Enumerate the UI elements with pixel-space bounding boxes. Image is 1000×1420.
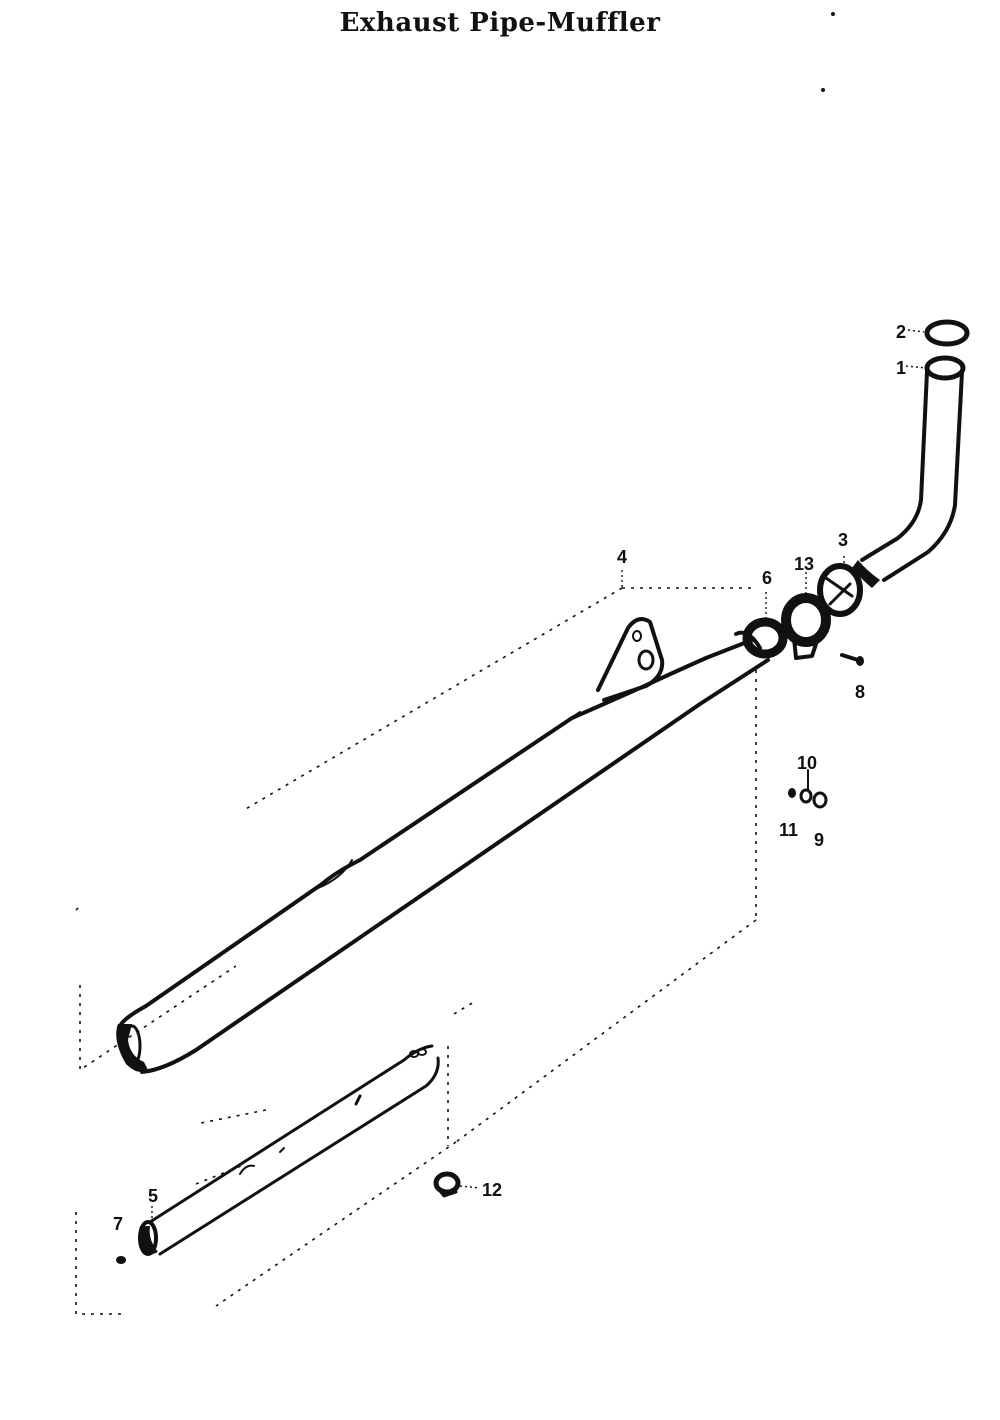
callout-13: 13 xyxy=(794,554,814,574)
part-6-gasket xyxy=(742,617,788,659)
callout-11: 11 xyxy=(779,820,798,840)
part-13-collar xyxy=(781,593,831,660)
callout-8: 8 xyxy=(855,682,865,702)
scan-speck xyxy=(831,12,835,16)
scan-speck xyxy=(821,88,825,92)
part-8-bolt xyxy=(840,653,864,666)
diagram-title: Exhaust Pipe-Muffler xyxy=(339,8,661,38)
callout-1: 1 xyxy=(896,358,906,378)
callout-12: 12 xyxy=(482,1180,502,1200)
callout-5: 5 xyxy=(148,1186,158,1206)
part-7-screw xyxy=(116,1256,126,1264)
assembly-dashed-lines xyxy=(75,587,757,1315)
part-4-muffler xyxy=(116,617,770,1074)
callout-10: 10 xyxy=(797,753,817,773)
part-12-nut xyxy=(433,1171,461,1198)
callout-3: 3 xyxy=(838,530,848,550)
part-3-clamp xyxy=(817,563,863,617)
parts-9-10-11-fasteners xyxy=(788,769,828,809)
part-5-baffle-tube xyxy=(138,1044,440,1256)
callout-6: 6 xyxy=(762,568,772,588)
callout-2: 2 xyxy=(896,322,906,342)
callout-4: 4 xyxy=(617,547,627,567)
part-2-gasket xyxy=(924,319,970,347)
callout-leader-lines xyxy=(151,329,927,1224)
callout-9: 9 xyxy=(814,830,824,850)
part-1-exhaust-pipe xyxy=(852,355,966,588)
callout-7: 7 xyxy=(113,1214,123,1234)
